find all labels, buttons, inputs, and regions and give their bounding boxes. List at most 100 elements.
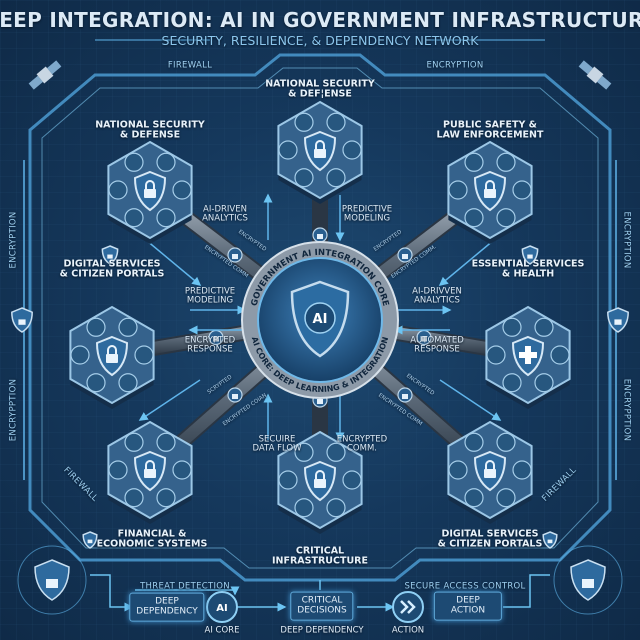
shield-lock-icon	[17, 545, 87, 615]
service-icon	[294, 168, 314, 188]
service-icon	[156, 488, 176, 508]
pipeline-connectors	[90, 574, 550, 612]
service-icon	[448, 180, 468, 200]
service-icon	[108, 180, 128, 200]
label-line: RESPONSE	[414, 345, 460, 355]
label-line: ACTION	[450, 606, 486, 616]
label-line: DEPENDENCY	[136, 607, 198, 617]
service-icon	[486, 345, 506, 365]
service-icon	[124, 152, 144, 172]
shield-lock-icon	[473, 450, 507, 492]
shield-lock-icon	[542, 531, 558, 549]
label-line: DIGITAL SERVICES	[441, 528, 539, 540]
shield-lock-icon	[95, 335, 129, 377]
domain-nodes	[69, 100, 571, 534]
service-icon	[108, 460, 128, 480]
label-line: ENCRYPTED	[184, 335, 236, 346]
node-label-national-security: NATIONAL SECURITY& DEFENSE	[95, 119, 205, 142]
chevron-glyph	[400, 600, 416, 614]
service-icon	[464, 152, 484, 172]
lock-icon	[397, 247, 413, 263]
shield-lock-icon	[11, 307, 33, 333]
side-shields	[11, 245, 629, 615]
flow-arrow	[138, 379, 201, 421]
ai-chip-text: AI	[216, 603, 227, 614]
service-icon	[326, 442, 346, 462]
service-icon	[294, 442, 314, 462]
shield-lock-icon	[521, 245, 539, 265]
service-icon	[326, 112, 346, 132]
label-line: SECUIRE	[258, 434, 296, 445]
service-icon	[278, 140, 298, 160]
label-line: DATA FLOW	[252, 444, 302, 454]
label-line: AUTOMATED	[410, 335, 464, 346]
label-line: MODELING	[343, 214, 391, 224]
service-icon	[502, 317, 522, 337]
label-line: NATIONAL SECURITY	[265, 78, 375, 90]
hex-node-left	[69, 305, 155, 409]
service-icon	[118, 373, 138, 393]
shield-lock-icon	[607, 307, 629, 333]
firewall-label: FIREWALL	[167, 60, 213, 71]
ai-core-chip-icon	[206, 591, 238, 623]
outer-firewall-frame	[28, 53, 612, 582]
deep-dependency-label: DEEP DEPENDENCY	[280, 625, 364, 636]
service-icon	[278, 470, 298, 490]
brain-icon	[304, 302, 336, 334]
service-icon	[156, 432, 176, 452]
shield-lock-icon	[553, 545, 623, 615]
hex-node-top-right	[447, 140, 533, 244]
shield-lock-icon	[82, 531, 98, 549]
hex-node-bottom	[277, 430, 363, 534]
service-icon	[156, 152, 176, 172]
service-icon	[464, 208, 484, 228]
encryption-left-upper: ENCRYPTION	[8, 211, 19, 269]
service-icon	[172, 460, 192, 480]
flow-arrow	[439, 379, 502, 421]
service-icon	[156, 208, 176, 228]
service-icon	[342, 140, 362, 160]
label-line: COMM.	[346, 444, 377, 454]
label-line: PREDICTIVE	[184, 286, 236, 297]
page-title: DEEP INTEGRATION: AI IN GOVERNMENT INFRA…	[0, 8, 640, 32]
service-icon	[86, 373, 106, 393]
satellite-icon	[28, 60, 62, 90]
label-line: & DEFENSE	[119, 130, 181, 141]
hex-node-right	[485, 305, 571, 409]
label-line: & CITIZEN PORTALS	[437, 539, 543, 550]
label-line: DECISIONS	[297, 606, 347, 616]
ai-badge-text: AI	[313, 312, 328, 327]
lock-icon	[227, 247, 243, 263]
label-line: DEEP	[155, 596, 179, 607]
label-line: PREDICTIVE	[341, 204, 393, 215]
page-subtitle: SECURITY, RESILIENCE, & DEPENDENCY NETWO…	[161, 33, 479, 49]
service-icon	[550, 345, 570, 365]
shield-lock-icon	[303, 460, 337, 502]
service-icon	[326, 168, 346, 188]
lock-icon	[397, 387, 413, 403]
label-line: AI-DRIVVEN	[412, 286, 462, 297]
service-icon	[464, 432, 484, 452]
lock-icon	[227, 387, 243, 403]
label-line: & CITIZEN PORTALS	[59, 269, 165, 280]
label-line: ESSENTIAL SERVICES	[471, 258, 585, 270]
label-line: NATIONAL SECURITY	[95, 119, 205, 131]
label-line: AI-DRIVEN	[203, 204, 247, 215]
label-line: DIGITAL SERVICES	[63, 258, 161, 270]
label-line: & DEF¦ENSE	[288, 89, 352, 100]
label-line: DEEP	[456, 595, 480, 606]
hex-node-top-left	[107, 140, 193, 244]
service-icon	[512, 460, 532, 480]
ai-core: GOVERNMENT AI INTEGRATION CORE AI CORE: …	[241, 241, 399, 399]
node-label-financial-systems: FINANCIAL &ECONOMIC SYSTEMS	[97, 529, 208, 551]
label-line: INFRASTRUCTURE	[272, 556, 368, 567]
